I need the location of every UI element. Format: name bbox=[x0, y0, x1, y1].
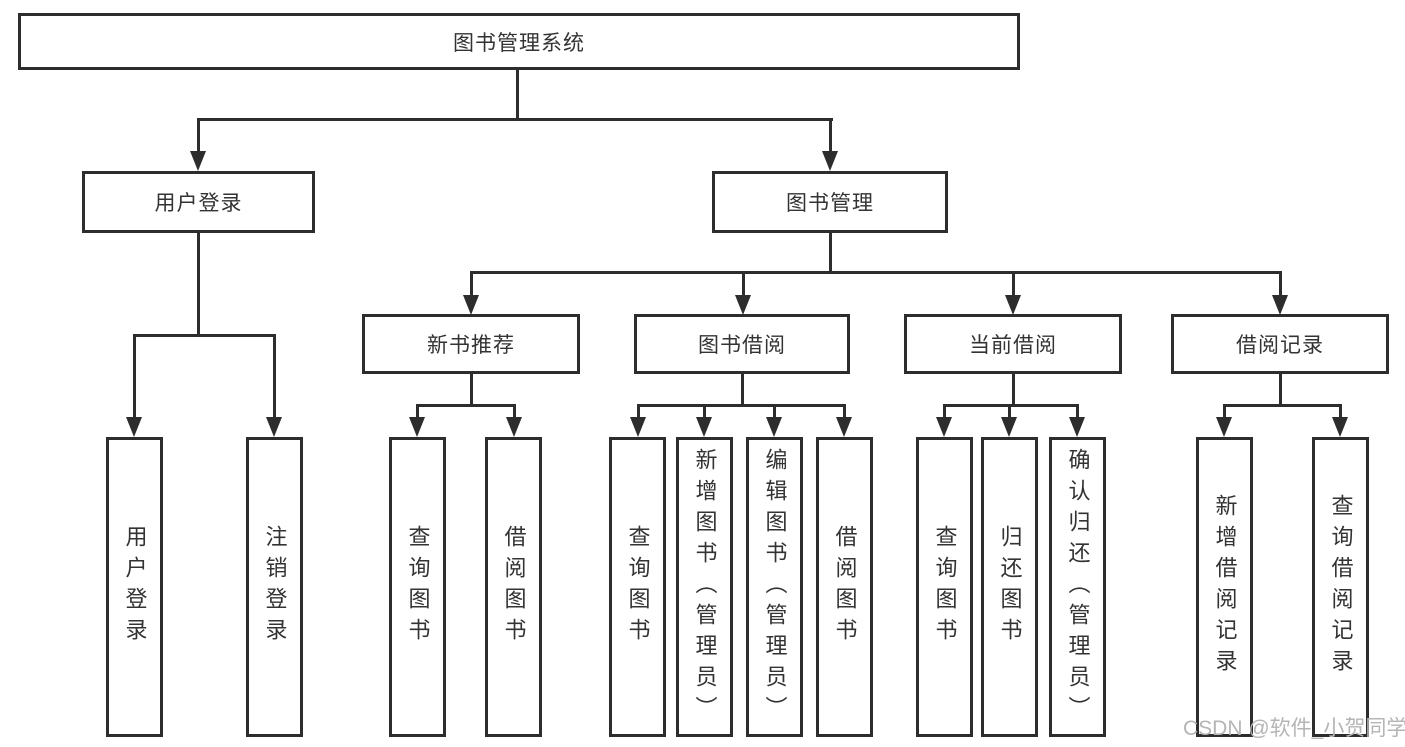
connector-line bbox=[197, 233, 200, 336]
connector-line bbox=[197, 118, 833, 121]
leaf-query-books-recommend: 查询图书 bbox=[389, 437, 446, 737]
connector-line bbox=[637, 404, 640, 420]
arrow-down-icon bbox=[1001, 417, 1017, 437]
node-book-management-label: 图书管理 bbox=[786, 192, 874, 215]
connector-line bbox=[470, 271, 1282, 274]
node-current-borrowing-label: 当前借阅 bbox=[969, 334, 1057, 357]
connector-line bbox=[1008, 404, 1011, 420]
connector-line bbox=[637, 404, 846, 407]
node-new-book-recommendation: 新书推荐 bbox=[362, 314, 580, 374]
connector-line bbox=[1223, 404, 1342, 407]
leaf-query-books-current: 查询图书 bbox=[916, 437, 973, 737]
arrow-down-icon bbox=[463, 295, 479, 315]
node-user-login-label: 用户登录 bbox=[154, 192, 243, 215]
node-user-login: 用户登录 bbox=[82, 171, 315, 233]
leaf-return-books: 归还图书 bbox=[981, 437, 1038, 737]
arrow-down-icon bbox=[766, 417, 782, 437]
connector-line bbox=[416, 404, 419, 420]
node-book-borrowing-label: 图书借阅 bbox=[698, 334, 786, 357]
connector-line bbox=[829, 118, 832, 153]
arrow-down-icon bbox=[266, 417, 282, 437]
connector-line bbox=[197, 118, 200, 153]
arrow-down-icon bbox=[735, 295, 751, 315]
arrow-down-icon bbox=[1005, 295, 1021, 315]
leaf-query-books-recommend-label: 查询图书 bbox=[405, 525, 431, 649]
arrow-down-icon bbox=[1272, 295, 1288, 315]
node-borrowing-records-label: 借阅记录 bbox=[1236, 334, 1324, 357]
leaf-edit-books-admin: 编辑图书（管理员） bbox=[746, 437, 803, 737]
connector-line bbox=[843, 404, 846, 420]
leaf-add-borrow-record: 新增借阅记录 bbox=[1196, 437, 1253, 737]
connector-line bbox=[470, 271, 473, 299]
connector-line bbox=[516, 70, 519, 119]
node-root-label: 图书管理系统 bbox=[453, 31, 585, 55]
leaf-logout-label: 注销登录 bbox=[262, 525, 288, 649]
arrow-down-icon bbox=[1069, 417, 1085, 437]
arrow-down-icon bbox=[409, 417, 425, 437]
connector-line bbox=[703, 404, 706, 420]
leaf-query-borrow-record-label: 查询借阅记录 bbox=[1328, 494, 1354, 680]
connector-line bbox=[1339, 404, 1342, 420]
connector-line bbox=[133, 334, 276, 337]
leaf-query-borrow-record: 查询借阅记录 bbox=[1312, 437, 1369, 737]
leaf-query-books-borrowing-label: 查询图书 bbox=[625, 525, 651, 649]
connector-line bbox=[741, 374, 744, 407]
connector-line bbox=[273, 334, 276, 420]
node-book-borrowing: 图书借阅 bbox=[634, 314, 850, 374]
connector-line bbox=[513, 404, 516, 420]
connector-line bbox=[1279, 374, 1282, 407]
leaf-borrow-books-borrowing: 借阅图书 bbox=[816, 437, 873, 737]
connector-line bbox=[943, 404, 946, 420]
leaf-logout: 注销登录 bbox=[246, 437, 303, 737]
connector-line bbox=[133, 334, 136, 420]
node-book-management: 图书管理 bbox=[712, 171, 948, 233]
leaf-user-login: 用户登录 bbox=[106, 437, 163, 737]
leaf-user-login-label: 用户登录 bbox=[122, 525, 148, 649]
leaf-confirm-return-admin-label: 确认归还（管理员） bbox=[1065, 447, 1091, 727]
arrow-down-icon bbox=[190, 151, 206, 171]
leaf-query-books-borrowing: 查询图书 bbox=[609, 437, 666, 737]
arrow-down-icon bbox=[1216, 417, 1232, 437]
arrow-down-icon bbox=[822, 151, 838, 171]
connector-line bbox=[1076, 404, 1079, 420]
leaf-borrow-books-recommend-label: 借阅图书 bbox=[501, 525, 527, 649]
connector-line bbox=[829, 233, 832, 273]
leaf-confirm-return-admin: 确认归还（管理员） bbox=[1049, 437, 1106, 737]
arrow-down-icon bbox=[1332, 417, 1348, 437]
arrow-down-icon bbox=[836, 417, 852, 437]
node-borrowing-records: 借阅记录 bbox=[1171, 314, 1389, 374]
leaf-add-borrow-record-label: 新增借阅记录 bbox=[1212, 494, 1238, 680]
node-root: 图书管理系统 bbox=[18, 13, 1020, 70]
node-new-book-recommendation-label: 新书推荐 bbox=[427, 334, 515, 357]
csdn-watermark: CSDN @软件_小贺同学 bbox=[1183, 717, 1405, 740]
leaf-add-books-admin-label: 新增图书（管理员） bbox=[692, 447, 718, 727]
arrow-down-icon bbox=[506, 417, 522, 437]
connector-line bbox=[1279, 271, 1282, 299]
leaf-return-books-label: 归还图书 bbox=[997, 525, 1023, 649]
leaf-edit-books-admin-label: 编辑图书（管理员） bbox=[762, 447, 788, 727]
arrow-down-icon bbox=[126, 417, 142, 437]
arrow-down-icon bbox=[936, 417, 952, 437]
connector-line bbox=[470, 374, 473, 407]
connector-line bbox=[416, 404, 516, 407]
connector-line bbox=[773, 404, 776, 420]
leaf-borrow-books-recommend: 借阅图书 bbox=[485, 437, 542, 737]
connector-line bbox=[943, 404, 1079, 407]
arrow-down-icon bbox=[696, 417, 712, 437]
leaf-borrow-books-borrowing-label: 借阅图书 bbox=[832, 525, 858, 649]
connector-line bbox=[1012, 271, 1015, 299]
node-current-borrowing: 当前借阅 bbox=[904, 314, 1122, 374]
leaf-add-books-admin: 新增图书（管理员） bbox=[676, 437, 733, 737]
arrow-down-icon bbox=[630, 417, 646, 437]
leaf-query-books-current-label: 查询图书 bbox=[932, 525, 958, 649]
connector-line bbox=[1012, 374, 1015, 407]
connector-line bbox=[742, 271, 745, 299]
connector-line bbox=[1223, 404, 1226, 420]
